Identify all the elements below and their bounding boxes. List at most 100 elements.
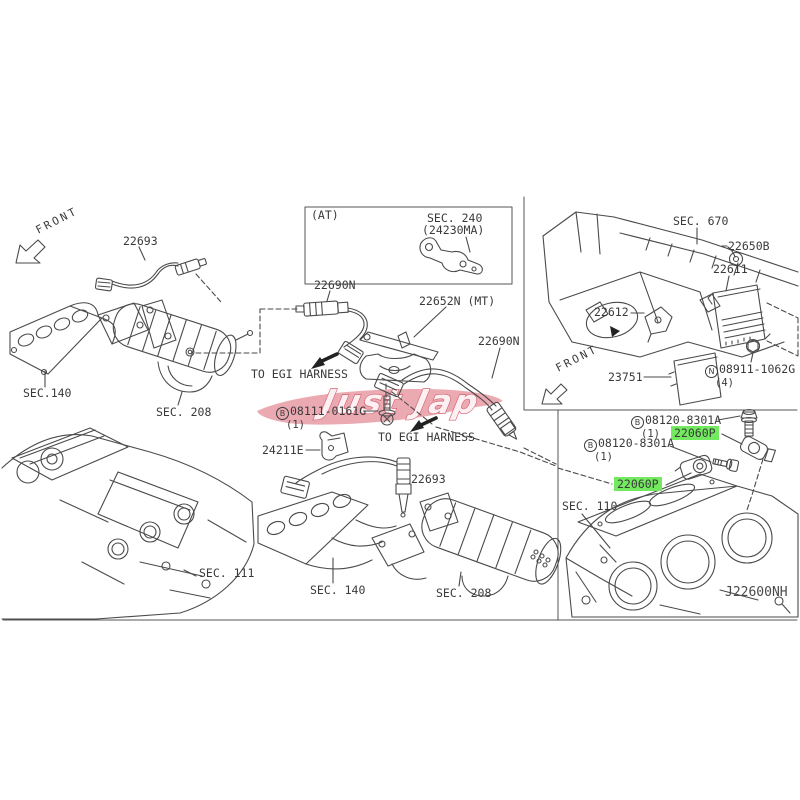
knock-sensor-2-drawing bbox=[739, 436, 776, 463]
exhaust-manifold-bottom-drawing bbox=[257, 491, 427, 584]
to-egi-harness-arrow-1-icon bbox=[311, 352, 339, 369]
watermark: Just Jap bbox=[257, 382, 503, 425]
front-label-top-left: FRONT bbox=[33, 204, 81, 237]
part-22693-top-text: 22693 bbox=[123, 234, 158, 248]
to-egi-harness-1-text: TO EGI HARNESS bbox=[251, 367, 348, 381]
nut-08911-drawing bbox=[745, 338, 761, 363]
stay-22652n-drawing bbox=[359, 306, 447, 361]
sec-208-bottom-text: SEC. 208 bbox=[436, 586, 492, 600]
front-arrow-icon-top-left bbox=[15, 239, 46, 264]
module-23751-drawing bbox=[643, 352, 722, 406]
bracket-22612-drawing bbox=[630, 306, 673, 343]
at-tag: (AT) bbox=[311, 209, 339, 221]
part-24230ma-text: (24230MA) bbox=[422, 223, 485, 237]
oxygen-sensor-22693-top-drawing bbox=[94, 246, 222, 303]
bolt-08111-drawing bbox=[365, 395, 396, 426]
sec-208-top: SEC. 208 bbox=[156, 406, 211, 418]
nut-08911-1062g-text: 08911-1062G bbox=[719, 362, 796, 376]
oxygen-sensor-22693-bottom-drawing bbox=[280, 456, 412, 518]
exhaust-manifold-top-drawing bbox=[9, 302, 149, 388]
part-22652n-mt: 22652N (MT) bbox=[419, 295, 495, 307]
bolt-08120-8301a-2-qty: (1) bbox=[594, 451, 613, 463]
nut-08911-1062g-prefix-circle: N bbox=[705, 365, 718, 378]
bracket-24211e-drawing bbox=[305, 431, 349, 461]
engine-block-sec110-drawing bbox=[565, 473, 799, 618]
sec-670-text: SEC. 670 bbox=[673, 214, 729, 228]
part-22060p-1: 22060P bbox=[671, 426, 719, 440]
bolt-08120-8301a-2-text: 08120-8301A bbox=[598, 436, 675, 450]
grommet-22650b-drawing bbox=[721, 245, 744, 267]
sec-140-bottom: SEC. 140 bbox=[310, 584, 365, 596]
sec-208-top-text: SEC. 208 bbox=[156, 405, 212, 419]
to-egi-harness-2: TO EGI HARNESS bbox=[378, 431, 475, 443]
part-22690n-right: 22690N bbox=[478, 335, 520, 347]
catalytic-converter-top-drawing bbox=[112, 299, 299, 406]
sec-140-bottom-text: SEC. 140 bbox=[310, 583, 366, 597]
bolt-08111-0161g-qty: (1) bbox=[286, 419, 305, 431]
panel-borders bbox=[2, 196, 798, 621]
nut-08911-1062g-qty: (4) bbox=[715, 377, 734, 389]
ecu-22611-drawing bbox=[707, 275, 799, 357]
to-egi-harness-1: TO EGI HARNESS bbox=[251, 368, 348, 380]
sec-110-text: SEC. 110 bbox=[562, 499, 618, 513]
sec-111-text: SEC. 111 bbox=[199, 566, 255, 580]
front-label-right: FRONT bbox=[554, 342, 601, 374]
part-22652n-mt-text: 22652N (MT) bbox=[419, 294, 496, 308]
part-23751-text: 23751 bbox=[608, 370, 643, 384]
part-22690n-left: 22690N bbox=[314, 279, 356, 291]
dashed-reference-lines bbox=[391, 391, 613, 485]
part-22060p-2-text: 22060P bbox=[614, 477, 662, 491]
sec-110: SEC. 110 bbox=[562, 500, 617, 512]
watermark-text: Just Jap bbox=[313, 382, 484, 421]
front-arrow-icon-right bbox=[541, 383, 568, 405]
sec-111: SEC. 111 bbox=[199, 567, 254, 579]
sec-240: SEC. 240 bbox=[427, 212, 482, 224]
bolt-08120-8301a-1-qty: (1) bbox=[641, 428, 660, 440]
catalytic-converter-bottom-drawing bbox=[419, 492, 562, 597]
bolt-08111-0161g-text: 08111-0161G bbox=[290, 404, 367, 418]
part-22693-bottom-text: 22693 bbox=[411, 472, 446, 486]
engine-sec111-drawing bbox=[1, 427, 255, 620]
part-23751: 23751 bbox=[608, 371, 643, 383]
part-22650b: 22650B bbox=[728, 240, 770, 252]
bolt-08111-0161g-prefix-circle: B bbox=[276, 407, 289, 420]
diagram-code: J22600NH bbox=[725, 585, 788, 600]
part-22690n-left-text: 22690N bbox=[314, 278, 356, 292]
knock-sensor-bolt-1-drawing bbox=[712, 458, 740, 472]
bolt-08120-8301a-2-prefix-circle: B bbox=[584, 439, 597, 452]
to-egi-harness-2-text: TO EGI HARNESS bbox=[378, 430, 475, 444]
at-tag-text: (AT) bbox=[311, 208, 339, 222]
part-24230ma: (24230MA) bbox=[422, 224, 484, 236]
sec-140-top-text: SEC.140 bbox=[23, 386, 72, 400]
part-22060p-1-text: 22060P bbox=[671, 426, 719, 440]
part-22693-bottom: 22693 bbox=[411, 473, 446, 485]
sec-208-bottom: SEC. 208 bbox=[436, 587, 491, 599]
knock-sensor-leaders bbox=[665, 415, 764, 511]
knock-sensor-1-drawing bbox=[674, 454, 713, 480]
part-22612-text: 22612 bbox=[594, 305, 629, 319]
front-label-top-left-text: FRONT bbox=[33, 204, 81, 237]
part-22612: 22612 bbox=[594, 306, 629, 318]
part-22693-top: 22693 bbox=[123, 235, 158, 247]
sec-140-top: SEC.140 bbox=[23, 387, 71, 399]
part-22611: 22611 bbox=[713, 263, 748, 275]
sec-240-text: SEC. 240 bbox=[427, 211, 483, 225]
at-bracket-24230ma-drawing bbox=[419, 236, 483, 275]
to-egi-harness-arrow-2-icon bbox=[410, 416, 438, 432]
part-24211e-text: 24211E bbox=[262, 443, 304, 457]
part-22650b-text: 22650B bbox=[728, 239, 770, 253]
sec-670: SEC. 670 bbox=[673, 215, 728, 227]
part-22060p-2: 22060P bbox=[614, 477, 662, 491]
bolt-08120-8301a-1-prefix-circle: B bbox=[631, 416, 644, 429]
oxygen-sensor-22690n-right-drawing bbox=[374, 347, 557, 465]
part-24211e: 24211E bbox=[262, 444, 304, 456]
bolt-08120-8301a-1-text: 08120-8301A bbox=[645, 413, 722, 427]
at-inset-box bbox=[304, 206, 513, 285]
